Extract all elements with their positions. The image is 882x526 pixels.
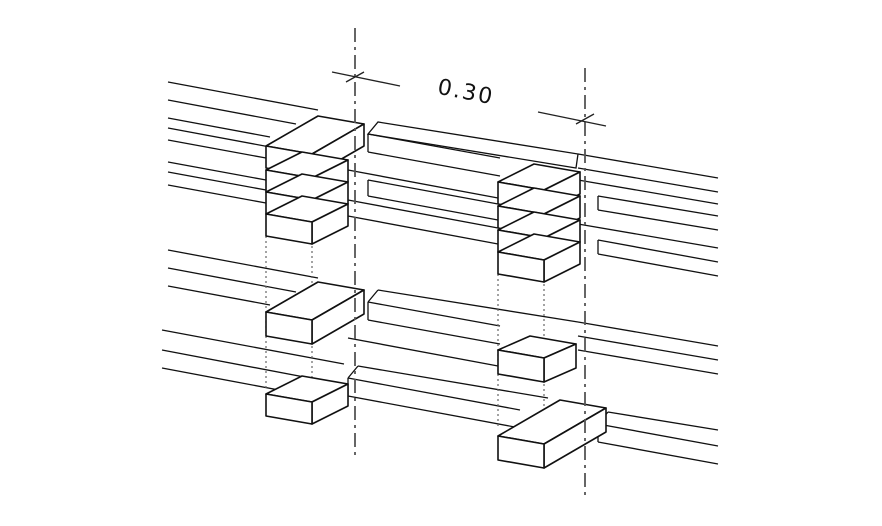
beam-edge — [597, 209, 719, 231]
beam-group-bottom — [161, 329, 719, 465]
beam-edge — [167, 161, 267, 181]
block-front-face — [265, 393, 313, 425]
beam-edge — [347, 215, 499, 245]
beam-edge — [167, 184, 267, 204]
timber-block — [497, 233, 581, 283]
beam-edge — [347, 169, 499, 199]
block-front-face — [497, 251, 545, 283]
dimension-line-right — [537, 111, 607, 127]
beam-group-middle — [167, 249, 719, 375]
beam-edge — [367, 133, 501, 159]
block-group — [265, 115, 607, 469]
dimension-tick-left — [345, 71, 365, 83]
beam-edge — [597, 253, 719, 277]
beam-edge — [347, 199, 499, 229]
beam-edge — [597, 423, 719, 447]
centerlines — [354, 28, 586, 498]
beam-edge — [597, 239, 719, 263]
beam-edge — [347, 365, 359, 379]
beam-edge — [347, 377, 521, 411]
beam-edge — [367, 301, 501, 327]
beam-edge — [577, 153, 719, 179]
beam-edge — [367, 195, 499, 221]
dimension-line-left — [331, 71, 401, 87]
timber-block — [497, 335, 577, 383]
beam-edge — [167, 285, 271, 306]
beam-edge — [597, 441, 719, 465]
beam-edge — [577, 223, 719, 249]
beam-edge — [167, 267, 297, 293]
dimension-annotation — [331, 71, 607, 127]
beam-edge — [577, 179, 719, 205]
dimension-tick-right — [575, 113, 595, 125]
block-front-face — [497, 349, 545, 383]
dimension-label: 0.30 — [435, 75, 496, 110]
beam-edge — [577, 335, 719, 361]
block-front-face — [265, 311, 313, 345]
beam-edge — [167, 81, 319, 111]
beam-edge — [367, 319, 501, 345]
beam-top-face — [366, 121, 579, 169]
beam-edge — [597, 195, 719, 217]
beam-edge — [347, 395, 521, 429]
block-front-face — [497, 435, 545, 469]
beam-edge — [367, 289, 379, 303]
beam-edge — [167, 127, 271, 148]
beam-edge — [577, 321, 719, 347]
beam-edge — [167, 117, 271, 138]
beam-edge — [161, 349, 321, 381]
timber-block — [265, 195, 349, 245]
beam-edge — [607, 411, 719, 431]
beam-group-top — [167, 81, 719, 277]
beam-edge — [367, 151, 501, 177]
block-front-face — [265, 213, 313, 245]
beam-edge — [167, 249, 319, 279]
beam-edge — [577, 167, 719, 193]
beam-edge — [167, 99, 297, 125]
beam-edge — [367, 179, 499, 205]
beam-edge — [161, 329, 345, 365]
timber-block — [265, 375, 349, 425]
beam-edge — [167, 171, 267, 191]
beam-edge — [377, 289, 579, 323]
timber-block — [497, 399, 607, 469]
beam-edge — [577, 349, 719, 375]
beam-edge — [167, 139, 267, 159]
timber-block — [265, 281, 365, 345]
beam-edge — [357, 365, 549, 399]
beam-edge — [347, 337, 499, 367]
